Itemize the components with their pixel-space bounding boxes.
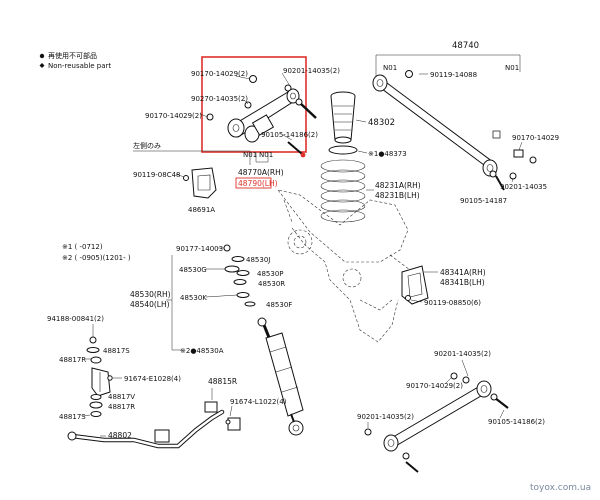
note-2: ※2 ( -0905)(1201- ) bbox=[62, 254, 131, 262]
part-label-48815R[interactable]: 48815R bbox=[208, 377, 237, 386]
part-label-48530P[interactable]: 48530P bbox=[257, 270, 284, 278]
part-label-48530R[interactable]: 48530R bbox=[258, 280, 285, 288]
n01-label-a: N01 bbox=[383, 64, 397, 72]
part-label-48790-lh[interactable]: 48790(LH) bbox=[238, 179, 278, 188]
part-label-90119-08850[interactable]: 90119-08850(6) bbox=[424, 299, 481, 307]
part-label-48540-lh[interactable]: 48540(LH) bbox=[130, 300, 170, 309]
lateral-rod-fasteners bbox=[405, 70, 537, 191]
part-label-48817V[interactable]: 48817V bbox=[108, 393, 135, 401]
note-1: ※1 ( -0712) bbox=[62, 243, 103, 251]
part-label-48530K[interactable]: 48530K bbox=[180, 294, 207, 302]
part-label-90201-14035-2c[interactable]: 90201-14035(2) bbox=[357, 413, 414, 421]
part-label-48530-rh[interactable]: 48530(RH) bbox=[130, 290, 171, 299]
legend-item-nonreusable-jp: 再使用不可部品 bbox=[48, 51, 97, 60]
upper-arm-fasteners bbox=[206, 75, 317, 158]
part-label-48691A[interactable]: 48691A bbox=[188, 206, 215, 214]
lower-arm-fasteners bbox=[364, 372, 509, 473]
part-label-48530J[interactable]: 48530J bbox=[246, 256, 270, 264]
n01-label-b: N01 bbox=[505, 64, 519, 72]
part-label-48530F[interactable]: 48530F bbox=[266, 301, 292, 309]
note-left-only: 左側のみ bbox=[133, 141, 161, 150]
watermark-text: toyox.com.ua bbox=[530, 483, 591, 493]
part-label-48302[interactable]: 48302 bbox=[368, 118, 395, 128]
part-label-90105-14186-2b[interactable]: 90105-14186(2) bbox=[488, 418, 545, 426]
part-label-90105-14187[interactable]: 90105-14187 bbox=[460, 197, 507, 205]
stabilizer-bar-48802[interactable] bbox=[67, 401, 241, 449]
shock-absorber-48530[interactable] bbox=[257, 317, 304, 436]
bump-stop-48302[interactable] bbox=[330, 91, 356, 144]
part-label-91674-E1028[interactable]: 91674-E1028(4) bbox=[124, 375, 181, 383]
upper-control-arm[interactable] bbox=[227, 88, 300, 143]
stabilizer-link[interactable] bbox=[91, 367, 111, 397]
axle-housing bbox=[277, 189, 411, 343]
part-label-90170-14029-2b[interactable]: 90170-14029(2) bbox=[145, 112, 202, 120]
bracket-48341[interactable] bbox=[401, 265, 429, 305]
legend-item-nonreusable-en: Non-reusable part bbox=[48, 62, 111, 70]
nonreusable-diamond-icon bbox=[39, 63, 45, 68]
part-label-90170-14029-2a[interactable]: 90170-14029(2) bbox=[191, 70, 248, 78]
part-label-48341B-lh[interactable]: 48341B(LH) bbox=[440, 278, 485, 287]
spring-insulator-48373[interactable] bbox=[328, 145, 358, 155]
bolt-head-highlight-icon bbox=[300, 152, 306, 158]
part-label-91674-L1022[interactable]: 91674-L1022(4) bbox=[230, 398, 287, 406]
bushing-48815R[interactable] bbox=[204, 401, 218, 413]
part-label-48740[interactable]: 48740 bbox=[452, 41, 479, 51]
part-label-94188-00841[interactable]: 94188-00841(2) bbox=[47, 315, 104, 323]
part-label-48530G[interactable]: 48530G bbox=[179, 266, 207, 274]
part-label-90201-14035-2b[interactable]: 90201-14035(2) bbox=[434, 350, 491, 358]
part-label-90270-14035-2[interactable]: 90270-14035(2) bbox=[191, 95, 248, 103]
part-label-48802[interactable]: 48802 bbox=[108, 431, 132, 440]
lower-control-arm[interactable] bbox=[383, 380, 492, 452]
part-label-90105-14186-2a[interactable]: 90105-14186(2) bbox=[261, 131, 318, 139]
highlight-box-48790 bbox=[235, 177, 272, 189]
part-label-48341A-rh[interactable]: 48341A(RH) bbox=[440, 268, 486, 277]
shock-mount-stack bbox=[223, 244, 256, 307]
n01-label-d: N01 bbox=[259, 151, 273, 159]
part-label-90177-14003[interactable]: 90177-14003 bbox=[176, 245, 223, 253]
part-label-48373[interactable]: ※1●48373 bbox=[368, 150, 407, 158]
part-label-48530A[interactable]: ※2●48530A bbox=[180, 347, 224, 355]
part-label-90119-08C48[interactable]: 90119-08C48 bbox=[133, 171, 181, 179]
part-label-48231B-lh[interactable]: 48231B(LH) bbox=[375, 191, 420, 200]
square-marker-icon bbox=[492, 130, 501, 139]
legend: 再使用不可部品 Non-reusable part bbox=[39, 51, 111, 70]
part-label-90170-14029-2c[interactable]: 90170-14029(2) bbox=[406, 382, 463, 390]
part-label-90119-14088[interactable]: 90119-14088 bbox=[430, 71, 477, 79]
upper-arm-leaders bbox=[199, 72, 293, 163]
part-label-48231A-rh[interactable]: 48231A(RH) bbox=[375, 181, 421, 190]
part-label-48817S-2[interactable]: 48817S bbox=[59, 413, 86, 421]
part-label-48817S[interactable]: 48817S bbox=[103, 347, 130, 355]
part-label-90201-14035-r[interactable]: 90201-14035 bbox=[500, 183, 547, 191]
coil-spring-48231[interactable] bbox=[320, 159, 366, 223]
part-label-90170-14029-r[interactable]: 90170-14029 bbox=[512, 134, 559, 142]
part-label-90201-14035-2a[interactable]: 90201-14035(2) bbox=[283, 67, 340, 75]
bracket-48691A[interactable] bbox=[191, 167, 217, 199]
highlight-box-upper-arm[interactable] bbox=[201, 56, 307, 153]
part-label-48817R[interactable]: 48817R bbox=[59, 356, 86, 364]
part-label-48817R-2[interactable]: 48817R bbox=[108, 403, 135, 411]
nonreusable-dot-icon bbox=[39, 53, 45, 59]
part-label-48770A-rh[interactable]: 48770A(RH) bbox=[238, 168, 284, 177]
